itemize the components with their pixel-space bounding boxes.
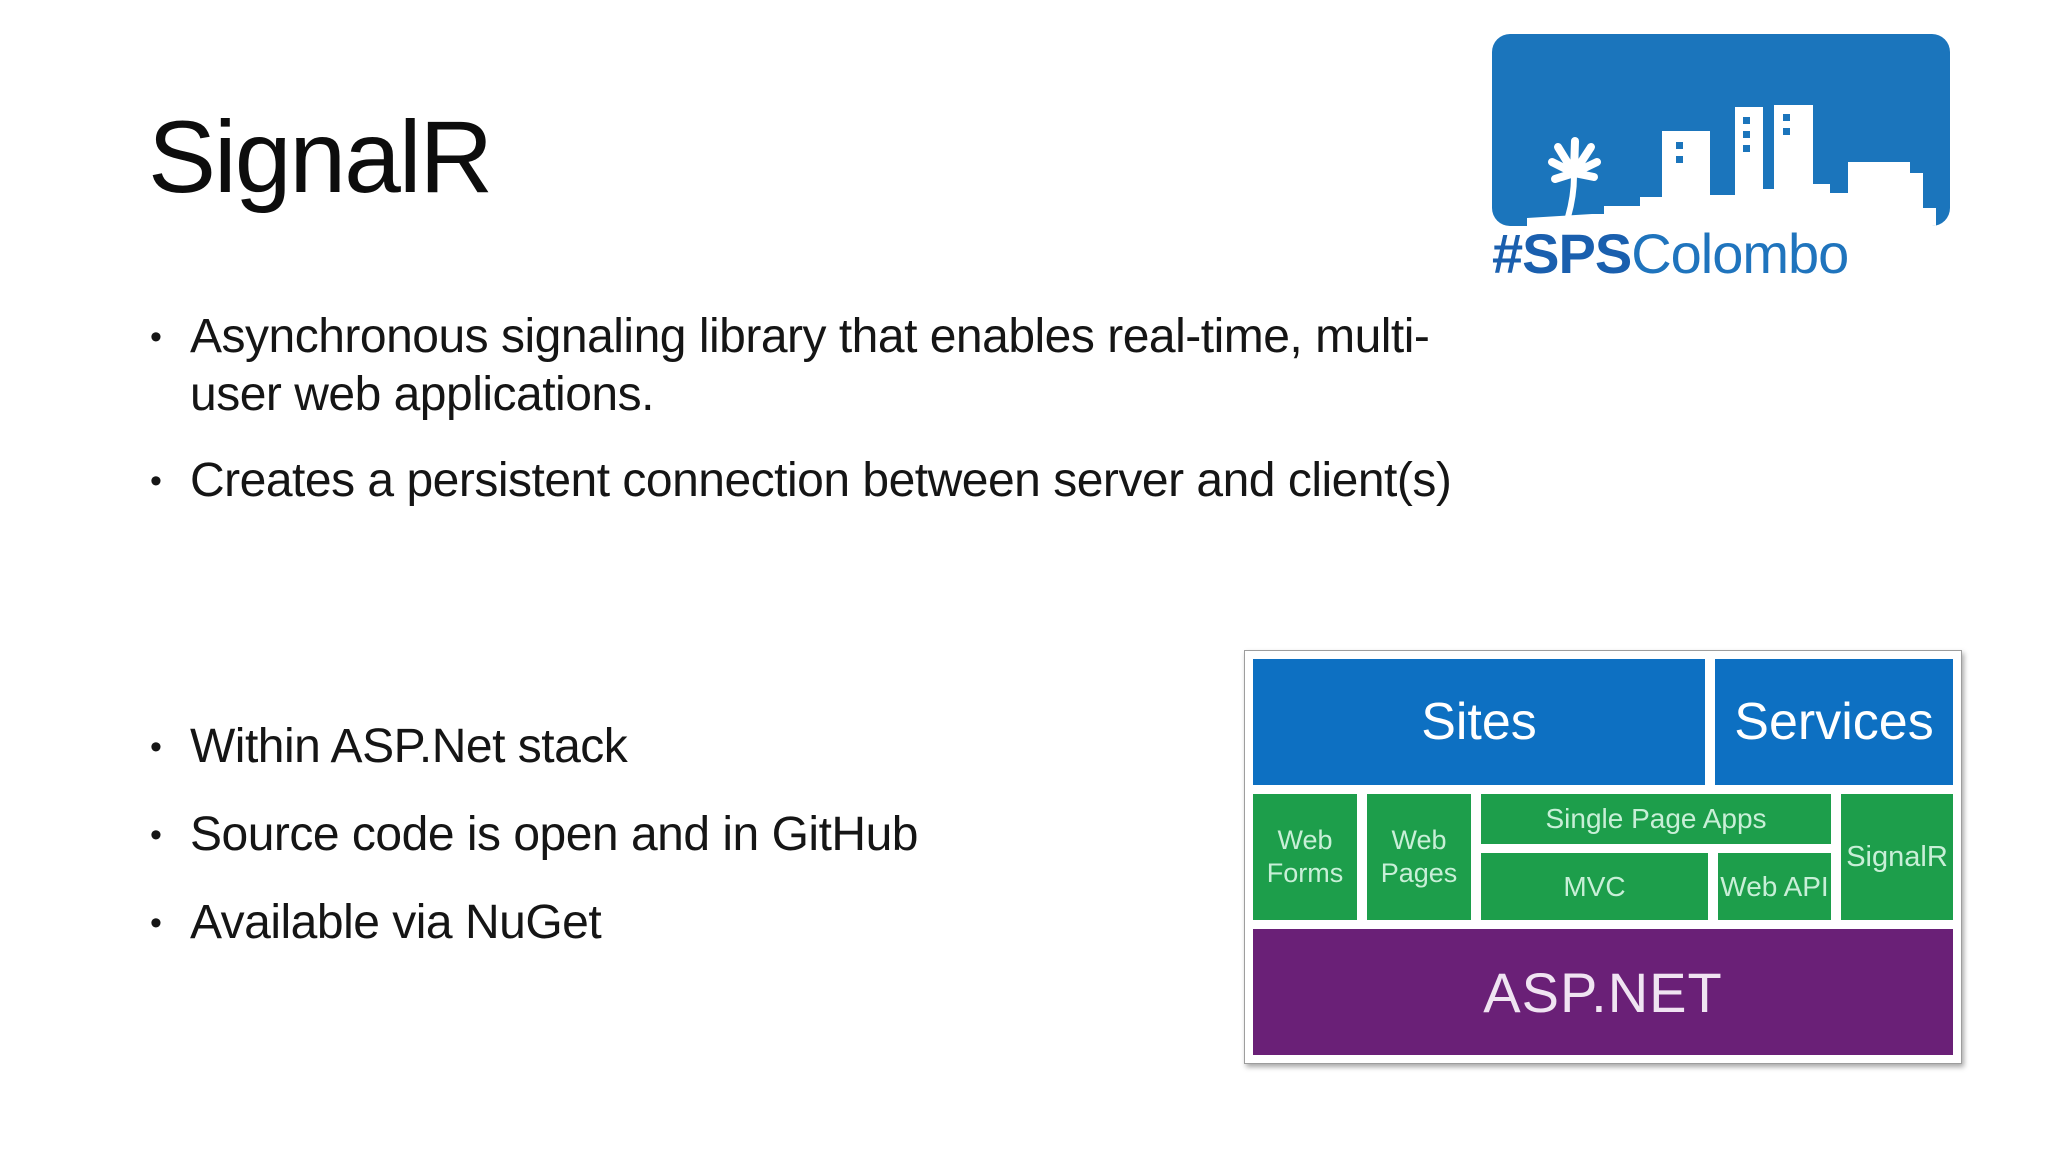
bullet-text: Available via NuGet: [190, 896, 602, 949]
bullet-item: • Within ASP.Net stack: [150, 718, 1870, 776]
bullet-marker: •: [150, 318, 162, 356]
bullet-item: • Asynchronous signaling library that en…: [150, 308, 1870, 424]
bullet-marker: •: [150, 462, 162, 500]
bullet-marker: •: [150, 904, 162, 942]
bullet-item: • Source code is open and in GitHub: [150, 806, 1870, 864]
page-title: SignalR: [148, 100, 493, 214]
bullet-marker: •: [150, 816, 162, 854]
diagram-block-mvc: MVC: [1481, 853, 1708, 920]
bullet-list-bottom: • Within ASP.Net stack • Source code is …: [150, 718, 1870, 982]
colombo-skyline-icon: [1527, 105, 1936, 226]
bullet-text: Source code is open and in GitHub: [190, 808, 918, 861]
aspnet-stack-diagram: Sites Services Web Forms Web Pages Singl…: [1244, 650, 1962, 1064]
bullet-marker: •: [150, 728, 162, 766]
diagram-block-services: Services: [1715, 659, 1953, 785]
bullet-item: • Creates a persistent connection betwee…: [150, 452, 1870, 510]
bullet-list-top: • Asynchronous signaling library that en…: [150, 308, 1870, 538]
diagram-row-bottom: ASP.NET: [1253, 929, 1953, 1055]
diagram-block-web-api: Web API: [1718, 853, 1831, 920]
diagram-center-column: Single Page Apps MVC Web API: [1481, 794, 1831, 920]
diagram-row-middle: Web Forms Web Pages Single Page Apps MVC…: [1253, 794, 1953, 920]
diagram-row-top: Sites Services: [1253, 659, 1953, 785]
diagram-block-aspnet: ASP.NET: [1253, 929, 1953, 1055]
bullet-text: Creates a persistent connection between …: [190, 454, 1452, 507]
logo-caption: #SPSColombo: [1492, 224, 1950, 284]
diagram-block-signalr: SignalR: [1841, 794, 1953, 920]
bullet-item: • Available via NuGet: [150, 894, 1870, 952]
bullet-text: Asynchronous signaling library that enab…: [190, 310, 1430, 421]
sps-colombo-logo: #SPSColombo: [1492, 34, 1950, 284]
logo-city: Colombo: [1631, 222, 1849, 285]
diagram-block-web-pages: Web Pages: [1367, 794, 1471, 920]
diagram-block-sites: Sites: [1253, 659, 1705, 785]
logo-hashtag: #SPS: [1492, 222, 1632, 285]
diagram-block-single-page-apps: Single Page Apps: [1481, 794, 1831, 844]
diagram-center-bottom-row: MVC Web API: [1481, 853, 1831, 920]
logo-badge: [1492, 34, 1950, 226]
diagram-block-web-forms: Web Forms: [1253, 794, 1357, 920]
bullet-text: Within ASP.Net stack: [190, 720, 628, 773]
